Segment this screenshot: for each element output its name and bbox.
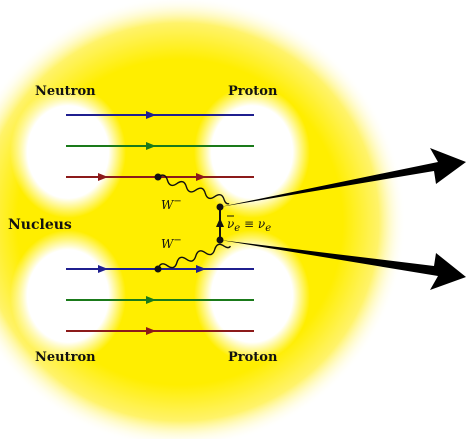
label-w-boson-upper: W− xyxy=(161,196,182,212)
proton-bottom-region xyxy=(194,230,310,362)
label-w-boson-lower: W− xyxy=(161,235,182,251)
quark-arrow-green-bottom xyxy=(146,296,156,304)
neutrino-arrow xyxy=(216,218,224,227)
quark-arrow-blue-bottom-left xyxy=(98,265,108,273)
quark-arrow-red-bottom xyxy=(146,327,156,335)
neutron-bottom-region xyxy=(10,230,126,362)
proton-top-region xyxy=(194,86,310,218)
quark-arrow-green-top xyxy=(146,142,156,150)
electron-arrow-upper xyxy=(220,148,466,207)
w-boson-upper-propagator xyxy=(157,174,230,205)
vertex-upper-quark xyxy=(154,173,162,181)
w-boson-lower-propagator xyxy=(157,243,232,270)
label-neutron-top: Neutron xyxy=(35,84,96,99)
label-nucleus: Nucleus xyxy=(8,217,72,233)
quark-arrow-blue-top xyxy=(146,111,156,119)
svg-text:νe ≡ νe: νe ≡ νe xyxy=(227,217,271,234)
label-proton-bottom: Proton xyxy=(228,350,278,365)
vertex-lower-quark xyxy=(154,265,162,273)
quark-arrow-blue-bottom-right xyxy=(196,265,206,273)
quark-arrow-red-top-left xyxy=(98,173,108,181)
label-proton-top: Proton xyxy=(228,84,278,99)
electron-arrow-lower xyxy=(220,240,466,290)
quark-arrow-red-top-right xyxy=(196,173,206,181)
neutron-top-region xyxy=(10,86,126,218)
label-neutron-bottom: Neutron xyxy=(35,350,96,365)
label-neutrino: νe ≡ νe xyxy=(227,215,271,234)
